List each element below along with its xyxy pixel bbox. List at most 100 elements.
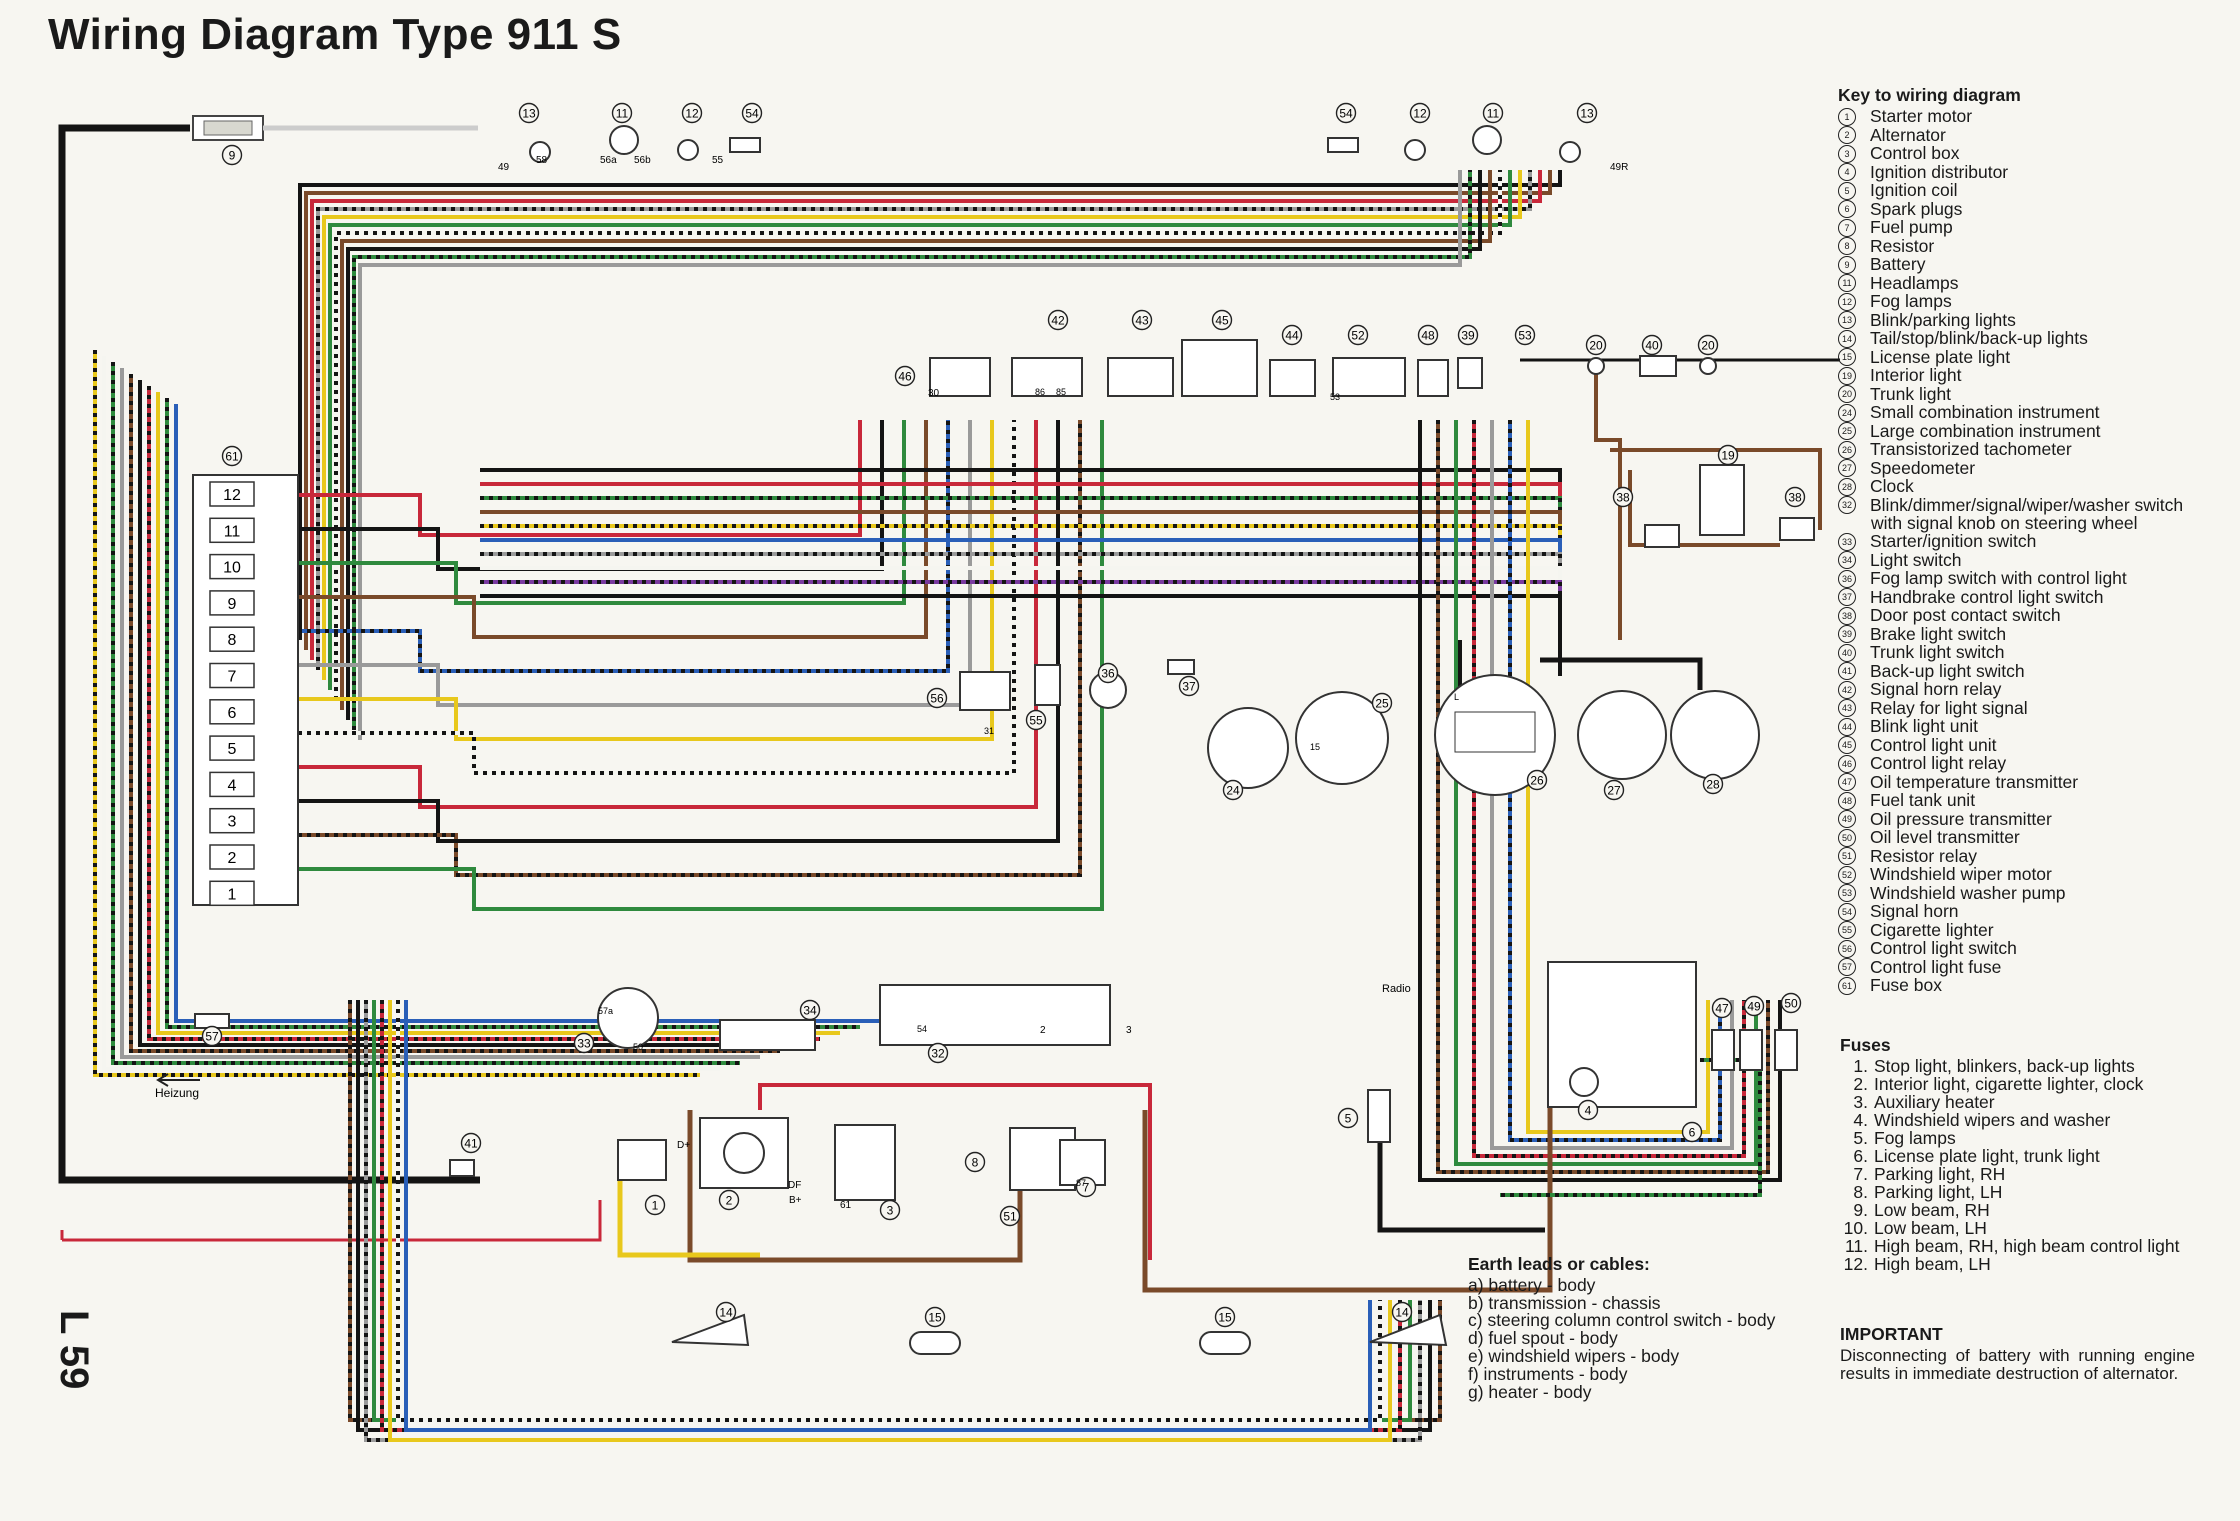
wire — [1454, 420, 1758, 1166]
wire — [404, 1000, 1372, 1432]
callout-12: 12 — [681, 102, 703, 124]
key-label: Control box — [1870, 143, 1960, 164]
battery-symbol — [192, 115, 478, 141]
key-number: 12 — [1838, 292, 1856, 311]
callout-49: 49 — [1743, 995, 1765, 1017]
callout-label: 11 — [1487, 107, 1500, 121]
callout-circle — [611, 102, 633, 124]
callout-label: 37 — [1182, 680, 1196, 694]
callout-label: 49 — [1747, 1000, 1761, 1014]
key-number: 28 — [1838, 477, 1856, 496]
wire — [298, 420, 928, 639]
callout-11: 11 — [611, 102, 633, 124]
key-label: Resistor relay — [1870, 845, 1977, 866]
callout-circle — [644, 1194, 666, 1216]
callout-circle — [1577, 1099, 1599, 1121]
callout-circle — [1702, 773, 1724, 795]
key-number: 41 — [1838, 662, 1856, 681]
key-label: Starter motor — [1870, 106, 1973, 127]
callout-8: 8 — [964, 1151, 986, 1173]
callout-52: 52 — [1347, 324, 1369, 346]
callout-label: 15 — [1218, 1311, 1232, 1325]
earth-item: a) battery - body — [1468, 1274, 1596, 1295]
wire — [298, 420, 1104, 911]
key-label: Fog lamp switch with control light — [1870, 568, 2127, 589]
callout-label: 12 — [1413, 107, 1427, 121]
steering-column-switch — [879, 984, 1111, 1046]
key-number: 46 — [1838, 754, 1856, 773]
terminal-label: 54 — [917, 1024, 927, 1034]
fuse-label: Parking light, RH — [1874, 1164, 2006, 1184]
key-label: Interior light — [1870, 365, 1962, 386]
callout-label: 52 — [1351, 329, 1365, 343]
starter-symbol — [617, 1139, 667, 1181]
callout-label: 8 — [972, 1156, 979, 1170]
callout-label: 32 — [931, 1047, 945, 1061]
wire — [62, 1200, 602, 1242]
wire — [1540, 657, 1703, 690]
callout-circle — [1743, 995, 1765, 1017]
key-number: 5 — [1838, 181, 1856, 200]
wire — [93, 350, 700, 1077]
fuse-number: 7. — [1853, 1164, 1868, 1184]
fuse-cell-number: 4 — [228, 777, 237, 794]
key-label: Trunk light switch — [1870, 642, 2005, 663]
key-label: Handbrake control light switch — [1870, 586, 2104, 607]
key-number: 50 — [1838, 828, 1856, 847]
terminal-label: 55 — [712, 155, 724, 166]
fuse-item: 11.High beam, RH, high beam control ligh… — [1840, 1237, 2235, 1255]
callout-circle — [799, 999, 821, 1021]
earth-panel: Earth leads or cables: a) battery - body… — [1468, 1254, 1848, 1401]
key-label: Large combination instrument — [1870, 420, 2101, 441]
key-number: 51 — [1838, 847, 1856, 866]
callout-circle — [573, 1032, 595, 1054]
callout-label: 25 — [1375, 697, 1389, 711]
callout-label: 50 — [1784, 997, 1798, 1011]
key-label: Control light relay — [1870, 753, 2007, 774]
callout-15: 15 — [1214, 1306, 1236, 1328]
callout-label: 27 — [1607, 784, 1621, 798]
earth-heading: Earth leads or cables: — [1468, 1254, 1650, 1274]
fuse-label: Windshield wipers and washer — [1874, 1110, 2111, 1130]
key-number: 4 — [1838, 163, 1856, 182]
key-number: 19 — [1838, 366, 1856, 385]
callout-label: 54 — [745, 107, 759, 121]
callout-55: 55 — [1025, 709, 1047, 731]
callout-3: 3 — [879, 1199, 901, 1221]
callout-circle — [221, 445, 243, 467]
page-code: L 59 — [52, 1310, 96, 1390]
callout-25: 25 — [1371, 692, 1393, 714]
instrument-small-combination — [1207, 707, 1289, 789]
speedometer-instrument — [1577, 690, 1667, 780]
wire-stripe — [396, 1000, 1382, 1422]
heater-arrow-icon — [156, 1073, 200, 1087]
fuse-cell-number: 1 — [228, 886, 237, 903]
callout-44: 44 — [1281, 324, 1303, 346]
key-number: 32 — [1838, 496, 1856, 515]
callout-circle — [1641, 334, 1663, 356]
fuse-item: 4.Windshield wipers and washer — [1840, 1111, 2235, 1129]
callout-33: 33 — [573, 1032, 595, 1054]
callout-label: 53 — [1518, 329, 1532, 343]
callout-34: 34 — [799, 999, 821, 1021]
earth-item: f) instruments - body — [1468, 1363, 1628, 1384]
fuse-item: 10.Low beam, LH — [1840, 1219, 2235, 1237]
wire-stripe — [298, 420, 1082, 877]
callout-circle — [1178, 675, 1200, 697]
callout-label: 28 — [1706, 778, 1720, 792]
fuse-label: Stop light, blinkers, back-up lights — [1874, 1056, 2135, 1076]
trunk-light-area — [1587, 355, 1815, 548]
key-label: Windshield washer pump — [1870, 882, 2066, 903]
callout-7: 7 — [1075, 1176, 1097, 1198]
fuse-cell-number: 12 — [223, 487, 241, 504]
